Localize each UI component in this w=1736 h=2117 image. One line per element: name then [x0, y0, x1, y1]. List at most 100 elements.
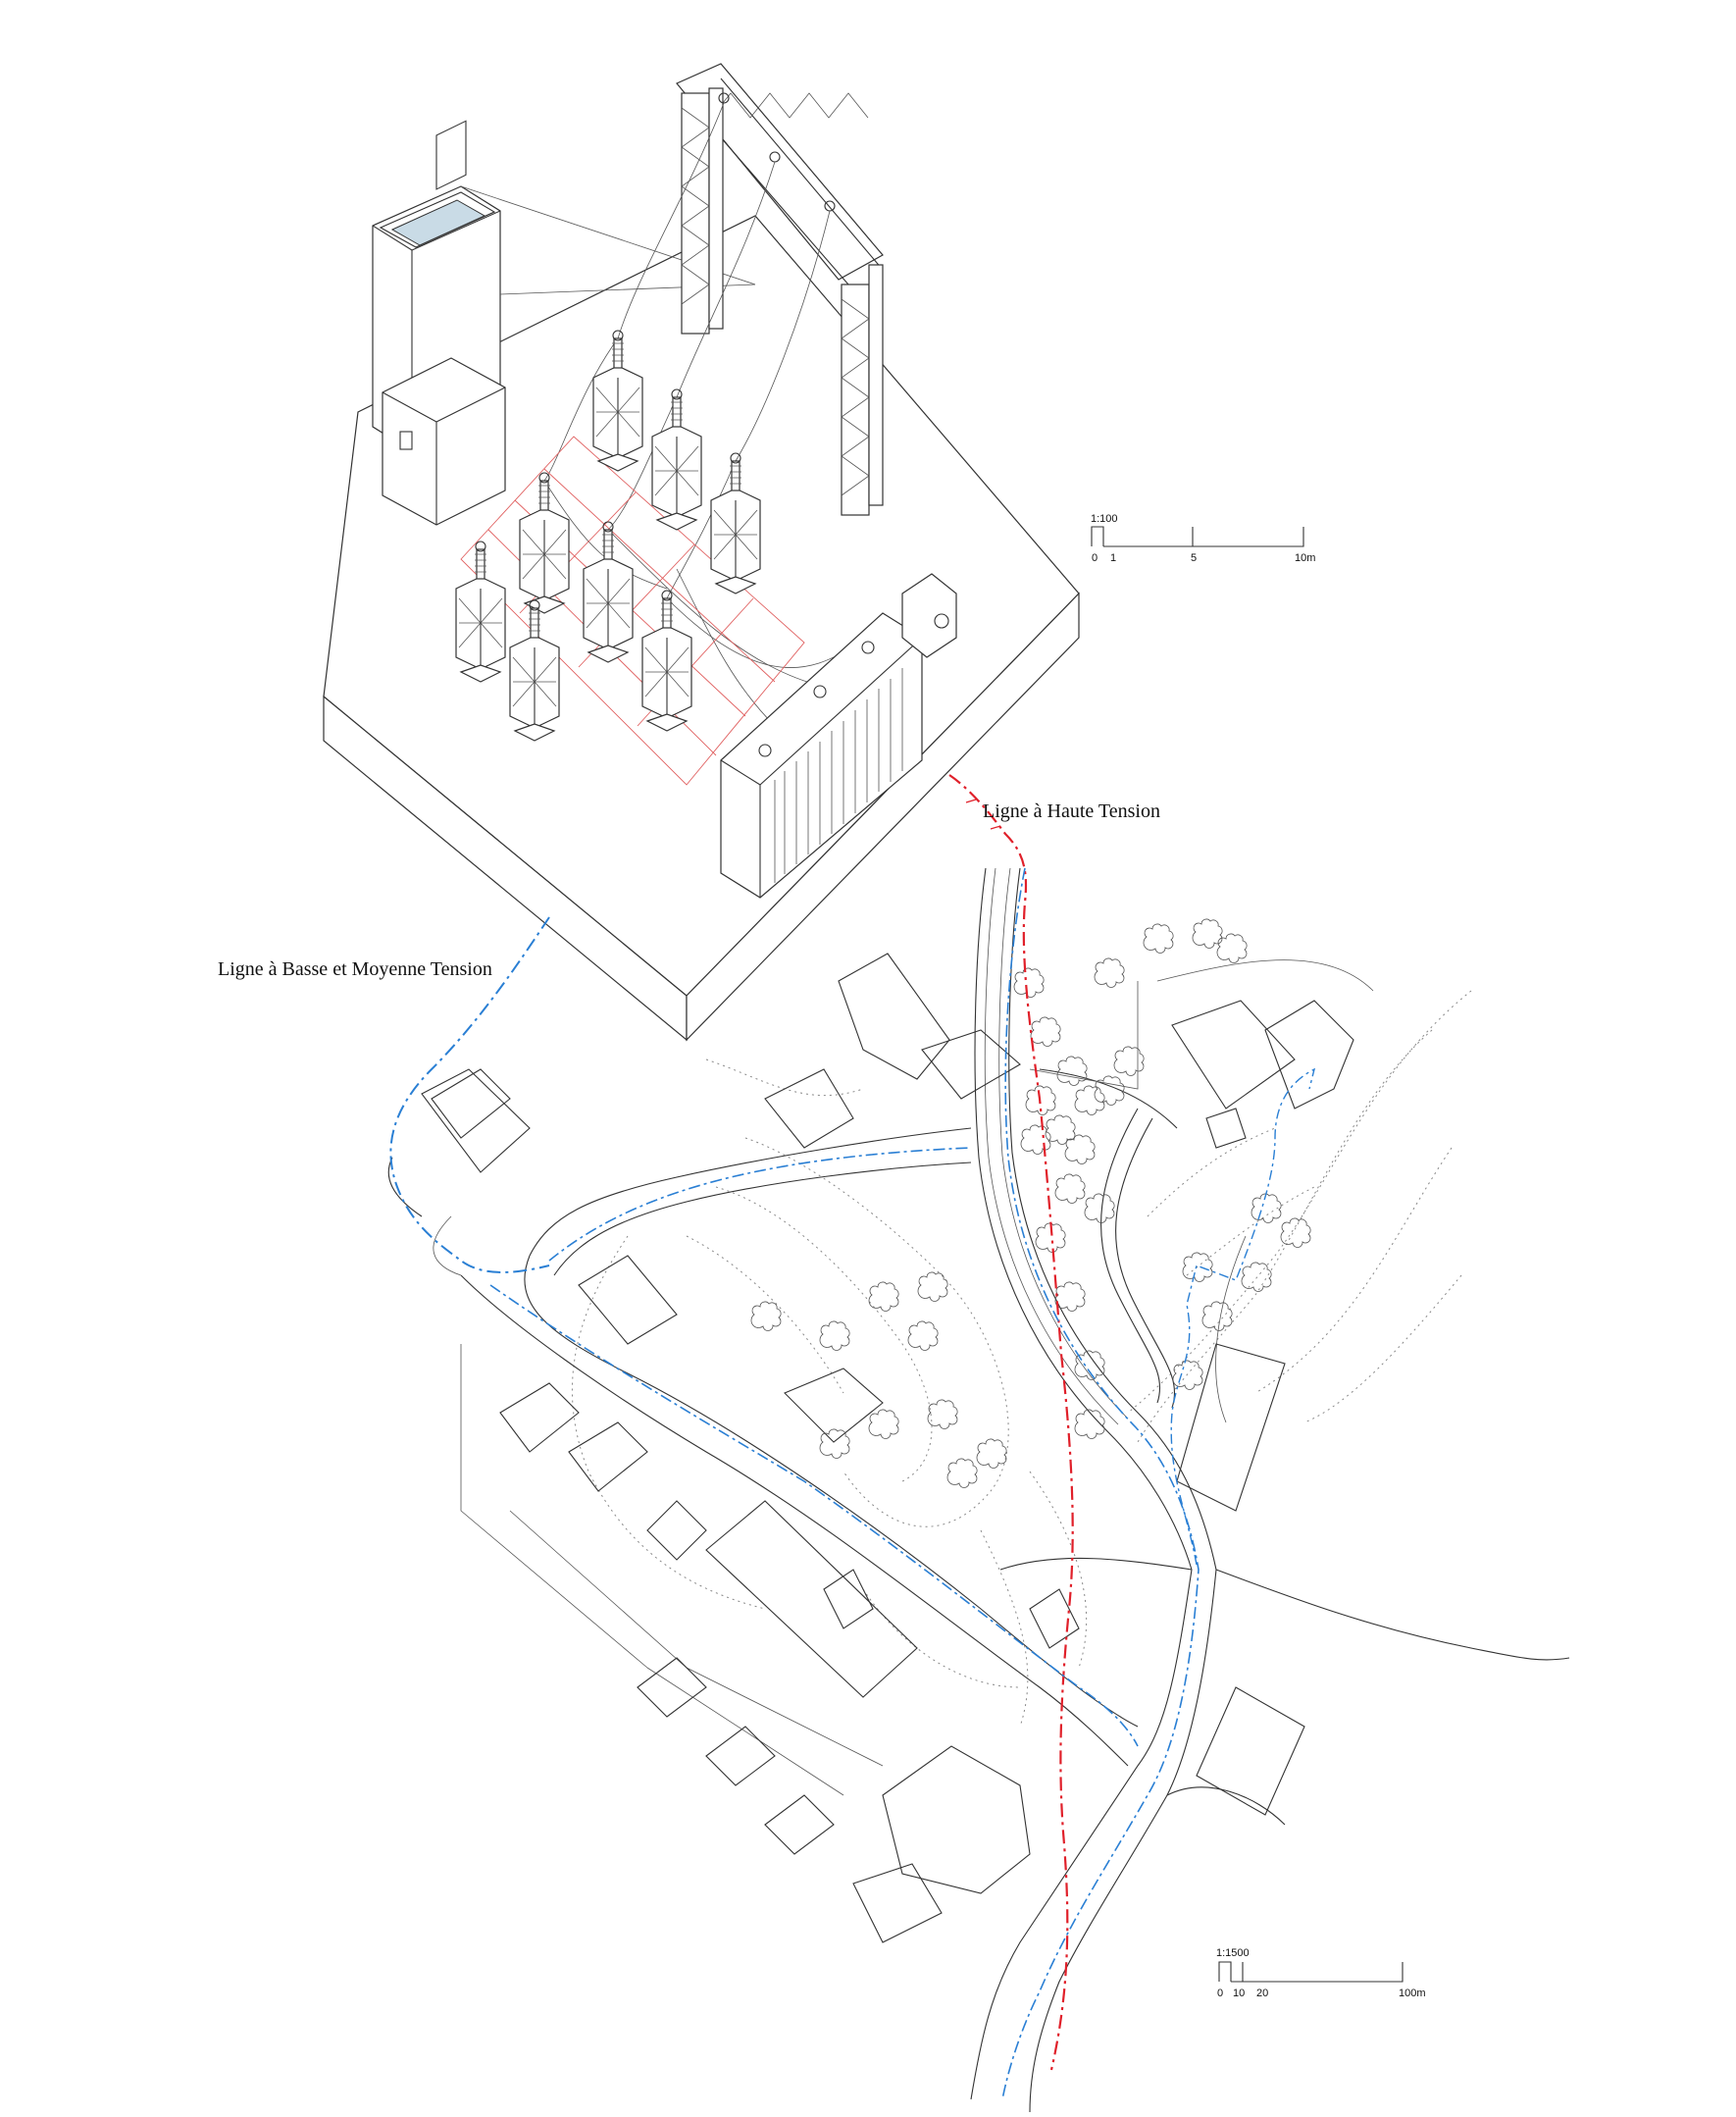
building-20: [823, 1569, 874, 1629]
tree-10: [1054, 1281, 1086, 1312]
site-plan: [387, 867, 1570, 2113]
pedestal-1: [651, 388, 702, 531]
pedestal-7: [509, 599, 560, 742]
tree-32: [1241, 1262, 1272, 1292]
tree-5: [1045, 1114, 1076, 1145]
low-medium-voltage-line-path: [389, 916, 550, 1273]
scale-tick-site-0: 0: [1217, 1988, 1223, 1999]
building-0: [421, 1068, 531, 1173]
tree-9: [1035, 1222, 1066, 1253]
building-1: [838, 953, 950, 1080]
tree-15: [1172, 1360, 1203, 1390]
tree-12: [1074, 1409, 1105, 1439]
building-13: [637, 1657, 707, 1718]
building-3: [1171, 1000, 1296, 1110]
site-trees: [750, 918, 1311, 1488]
building-12: [646, 1500, 707, 1561]
tree-23: [819, 1320, 850, 1351]
contour-lines: [571, 990, 1472, 1728]
building-21: [431, 1068, 511, 1139]
control-building: [372, 120, 756, 526]
tree-35: [1020, 1124, 1051, 1155]
scale-ratio-site: 1:1500: [1216, 1947, 1250, 1959]
scale-bar-detail-ruler: [1091, 526, 1304, 547]
tree-26: [907, 1320, 939, 1351]
tree-0: [1013, 967, 1045, 998]
low-voltage-east-branch: [1170, 1067, 1316, 1566]
tree-34: [1280, 1217, 1311, 1248]
scale-ratio-detail: 1:100: [1091, 513, 1118, 525]
building-2: [921, 1029, 1021, 1100]
pedestal-5: [641, 590, 692, 732]
scale-tick-detail-3: 10m: [1295, 552, 1315, 564]
scale-bar-detail: 1:100 0 1 5 10m: [1091, 513, 1315, 564]
low-voltage-road-feeder: [548, 1147, 972, 1262]
power-transformer: [720, 573, 957, 899]
pedestal-4: [583, 521, 634, 663]
building-4: [1264, 1000, 1354, 1110]
tree-13: [1182, 1252, 1213, 1282]
tree-28: [946, 1458, 978, 1488]
building-22: [1205, 1108, 1247, 1149]
scale-tick-site-1: 10: [1233, 1988, 1245, 1999]
road-network: [460, 867, 1570, 2113]
low-medium-voltage-line: [389, 867, 1316, 2100]
building-6: [784, 1368, 884, 1443]
pedestal-3: [519, 472, 570, 614]
tree-25: [917, 1271, 948, 1302]
scale-tick-detail-0: 0: [1092, 552, 1098, 564]
tree-22: [750, 1301, 782, 1331]
tree-2: [1056, 1056, 1088, 1086]
high-voltage-line-path: [948, 774, 1074, 2071]
portal-gantry: [676, 63, 884, 516]
tree-33: [1251, 1193, 1282, 1223]
building-17: [852, 1863, 943, 1943]
low-voltage-main-feeder: [1001, 867, 1200, 2100]
high-voltage-ticks: [965, 799, 1001, 830]
building-16: [882, 1745, 1031, 1894]
tree-29: [868, 1409, 899, 1439]
pedestal-0: [592, 330, 643, 472]
building-5: [578, 1255, 678, 1345]
tree-16: [1094, 957, 1125, 988]
low-voltage-west-feeder: [489, 1284, 1139, 1747]
building-9: [1196, 1686, 1305, 1816]
substation-platform: [323, 215, 1080, 1042]
building-18: [764, 1068, 854, 1149]
tree-14: [1201, 1301, 1233, 1331]
building-8: [705, 1500, 918, 1698]
pedestal-2: [710, 452, 761, 594]
building-14: [705, 1726, 776, 1786]
tree-6: [1064, 1134, 1096, 1164]
tree-21: [1113, 1046, 1145, 1076]
substation-axonometric: [323, 63, 1080, 1042]
conductor-wires: [543, 102, 864, 727]
scale-tick-detail-2: 5: [1191, 552, 1197, 564]
low-medium-voltage-label: Ligne à Basse et Moyenne Tension: [218, 958, 492, 980]
building-7: [1176, 1343, 1286, 1512]
scale-tick-detail-1: 1: [1110, 552, 1116, 564]
high-voltage-line: [948, 774, 1074, 2071]
site-buildings: [421, 953, 1354, 1943]
scale-bar-site-ruler: [1218, 1961, 1404, 1983]
tree-18: [1192, 918, 1223, 949]
tree-11: [1074, 1350, 1105, 1380]
tree-17: [1143, 923, 1174, 954]
tree-3: [1025, 1085, 1056, 1115]
scale-tick-site-3: 100m: [1399, 1988, 1426, 1999]
building-11: [568, 1421, 648, 1492]
scale-tick-site-2: 20: [1256, 1988, 1268, 1999]
building-19: [1029, 1588, 1080, 1649]
tree-27: [927, 1399, 958, 1429]
switchgear-pedestals: [455, 330, 761, 742]
tree-24: [868, 1281, 899, 1312]
building-15: [764, 1794, 835, 1855]
scale-bar-site: 1:1500 0 10 20 100m: [1216, 1947, 1426, 1999]
building-10: [499, 1382, 580, 1453]
tree-7: [1054, 1173, 1086, 1204]
tree-19: [1216, 933, 1248, 963]
tree-4: [1074, 1085, 1105, 1115]
tree-20: [1094, 1075, 1125, 1106]
